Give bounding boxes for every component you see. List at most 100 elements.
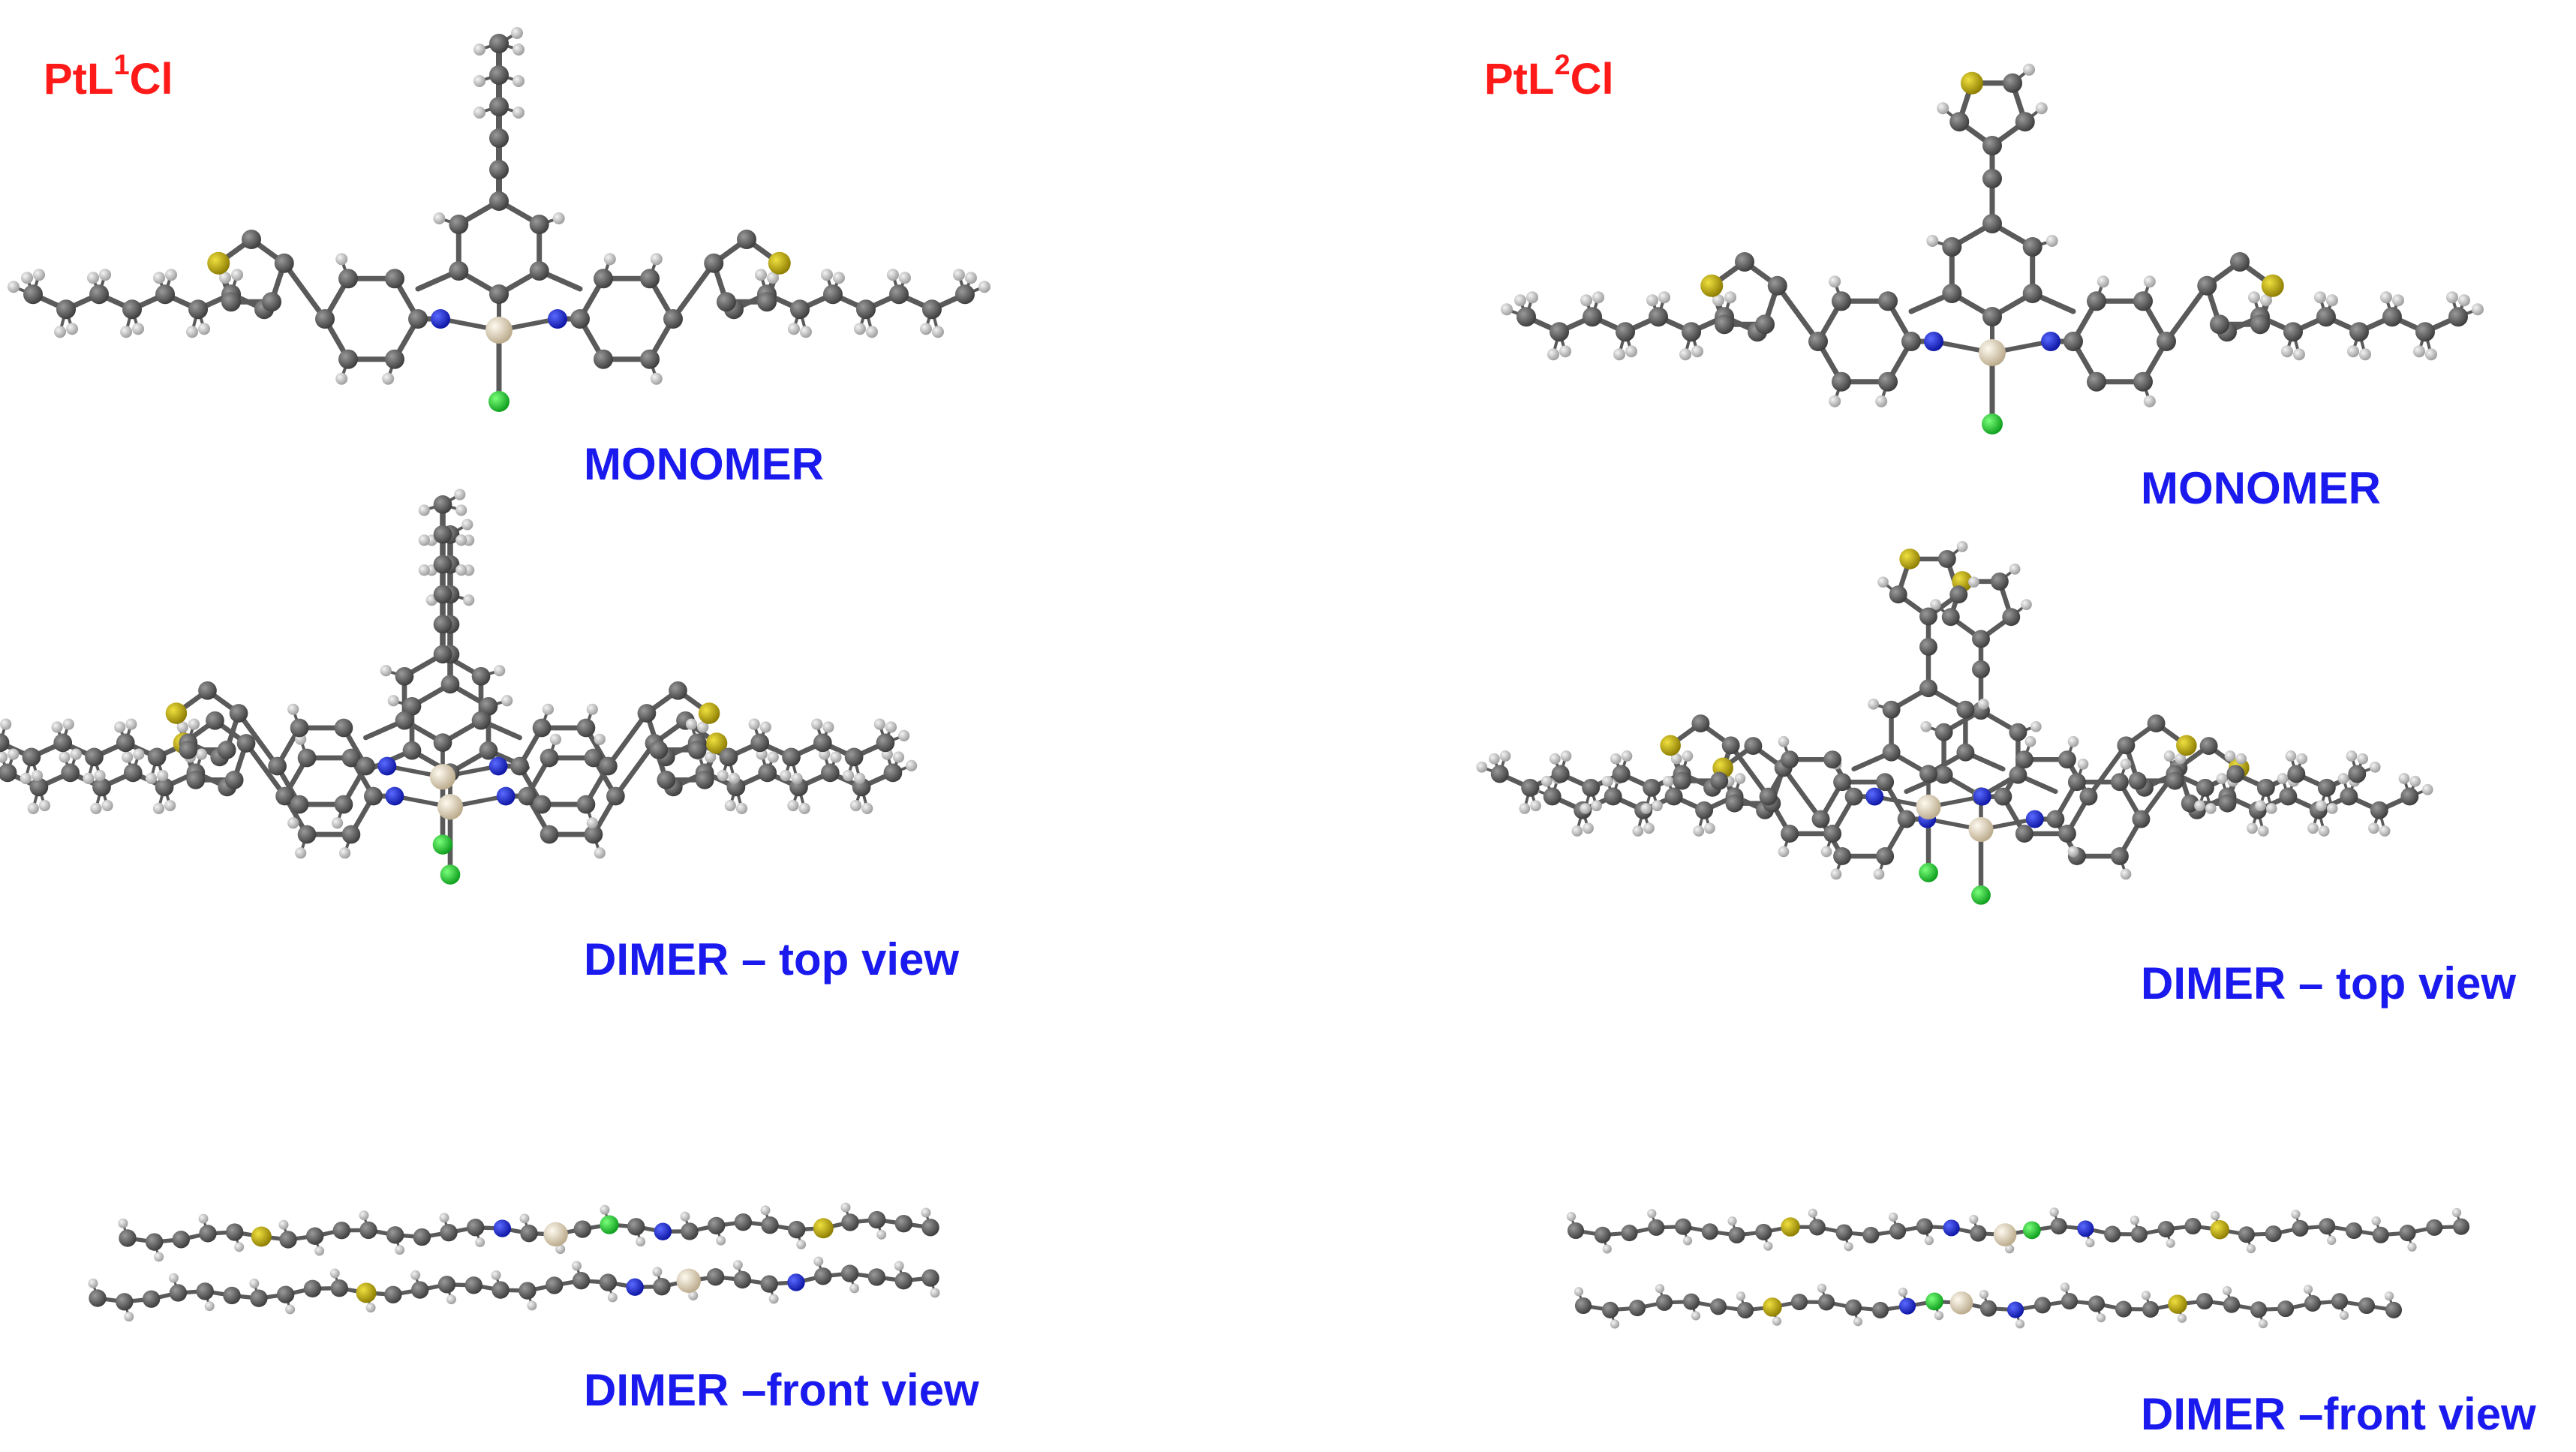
hydrogen-atom (842, 769, 855, 782)
carbon-atom (449, 261, 469, 281)
carbon-atom (385, 269, 404, 289)
carbon-atom (2287, 765, 2306, 783)
caption-right-monomer: MONOMER (2141, 463, 2381, 513)
hydrogen-atom (2471, 303, 2484, 316)
carbon-atom (2415, 322, 2435, 342)
hydrogen-atom (822, 721, 834, 733)
carbon-atom (440, 1223, 458, 1242)
hydrogen-atom (919, 323, 932, 335)
hydrogen-atom (1868, 698, 1880, 710)
carbon-atom (2426, 1219, 2443, 1236)
hydrogen-atom (1820, 846, 1832, 858)
carbon-atom (1889, 1222, 1907, 1240)
carbon-atom (449, 215, 469, 234)
caption-left-dimer-front: DIMER –front view (584, 1365, 979, 1415)
hydrogen-atom (1853, 1317, 1863, 1327)
carbon-atom (489, 97, 509, 116)
platinum-atom (1979, 339, 2006, 366)
carbon-atom (356, 756, 375, 776)
hydrogen-atom (2015, 1319, 2025, 1329)
carbon-atom (576, 718, 596, 738)
hydrogen-atom (2339, 1310, 2349, 1321)
hydrogen-atom (287, 703, 299, 715)
hydrogen-atom (2412, 345, 2425, 358)
hydrogen-atom (2277, 773, 2289, 784)
carbon-atom (584, 825, 603, 844)
carbon-atom (1755, 1223, 1772, 1240)
hydrogen-atom (2357, 753, 2369, 765)
hydrogen-atom (1566, 1212, 1577, 1222)
carbon-atom (364, 786, 383, 806)
carbon-atom (820, 763, 840, 783)
carbon-atom (576, 795, 596, 814)
hydrogen-atom (2457, 294, 2470, 307)
platinum-atom (485, 317, 512, 344)
carbon-atom (1736, 1301, 1754, 1319)
carbon-atom (1551, 765, 1570, 783)
carbon-atom (1543, 787, 1562, 806)
hydrogen-atom (2143, 395, 2156, 407)
hydrogen-atom (2120, 868, 2132, 880)
hydrogen-atom (813, 1256, 824, 1267)
carbon-atom (2015, 750, 2033, 769)
carbon-atom (2110, 773, 2129, 792)
hydrogen-atom (2285, 750, 2297, 762)
hydrogen-atom (652, 1267, 663, 1277)
carbon-atom (1919, 638, 1937, 656)
hydrogen-atom (1875, 395, 1888, 407)
carbon-atom (221, 292, 241, 312)
hydrogen-atom (1613, 348, 1626, 361)
carbon-atom (188, 299, 209, 320)
hydrogen-atom (2211, 1210, 2220, 1221)
chlorine-atom (488, 391, 509, 412)
carbon-atom (2382, 307, 2402, 327)
sulfur-atom (1763, 1297, 1782, 1317)
compound-label-ptl2cl: PtL2Cl (1484, 51, 1614, 104)
carbon-atom (2022, 237, 2042, 257)
hydrogen-atom (461, 519, 473, 531)
hydrogen-atom (2258, 1318, 2268, 1329)
carbon-atom (2057, 825, 2076, 843)
sulfur-atom (356, 1282, 377, 1303)
carbon-atom (546, 1276, 564, 1294)
nitrogen-atom (2025, 810, 2044, 828)
hydrogen-atom (1647, 1209, 1657, 1219)
hydrogen-atom (433, 212, 446, 224)
hydrogen-atom (101, 799, 113, 812)
hydrogen-atom (1682, 750, 1694, 762)
hydrogen-atom (861, 802, 873, 814)
carbon-atom (1695, 801, 1714, 819)
hydrogen-atom (1968, 576, 1979, 588)
hydrogen-atom (198, 1213, 209, 1224)
carbon-atom (883, 763, 903, 783)
hydrogen-atom (892, 751, 905, 763)
hydrogen-atom (2067, 846, 2079, 858)
hydrogen-atom (650, 372, 663, 385)
sulfur-atom (2168, 1294, 2187, 1314)
carbon-atom (433, 645, 452, 664)
carbon-atom (53, 733, 73, 753)
carbon-atom (433, 585, 452, 604)
carbon-atom (841, 1213, 859, 1231)
carbon-atom (1882, 743, 1901, 762)
carbon-atom (737, 230, 756, 249)
hydrogen-atom (395, 1245, 405, 1255)
hydrogen-atom (586, 703, 598, 715)
carbon-atom (489, 160, 509, 179)
chlorine-atom (1982, 413, 2003, 434)
carbon-atom (2385, 1301, 2403, 1318)
chlorine-atom (2022, 1221, 2041, 1240)
nitrogen-atom (496, 786, 516, 806)
hydrogen-atom (418, 534, 430, 546)
bond (1728, 743, 1771, 799)
hydrogen-atom (455, 564, 467, 576)
carbon-atom (279, 1231, 297, 1249)
hydrogen-atom (906, 759, 918, 771)
hydrogen-atom (1530, 800, 1541, 812)
carbon-atom (519, 1282, 537, 1300)
hydrogen-atom (87, 272, 100, 284)
carbon-atom (85, 747, 104, 767)
hydrogen-atom (1682, 1236, 1693, 1246)
hydrogen-atom (475, 1237, 485, 1248)
platinum-atom (676, 1268, 701, 1293)
